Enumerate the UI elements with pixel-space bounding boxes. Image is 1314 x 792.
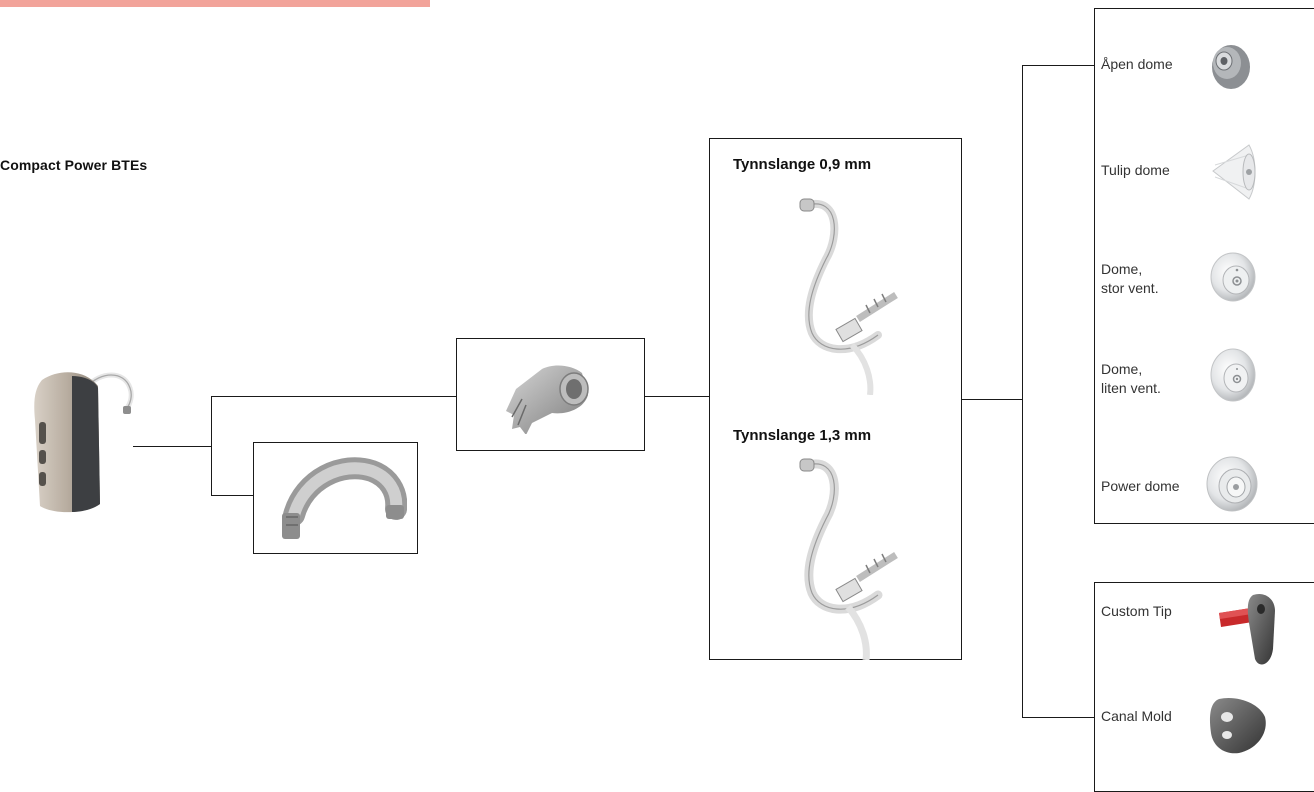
dome-label-large-vent: Dome, stor vent. (1101, 260, 1159, 298)
product-family-title: Compact Power BTEs (0, 157, 147, 173)
dome-label-power: Power dome (1101, 477, 1180, 496)
domes-box: Åpen dome Tulip dome Dome, stor vent. Do… (1094, 8, 1314, 524)
custom-tip-label: Custom Tip (1101, 602, 1172, 621)
connector-line (1022, 717, 1095, 718)
tube-label: Tynnslange 0,9 mm (733, 156, 871, 173)
connector-line (961, 399, 1023, 400)
connector-line (211, 396, 212, 496)
tulip-dome-icon (1209, 141, 1259, 203)
dome-label-open: Åpen dome (1101, 55, 1173, 74)
thin-tube-icon (778, 455, 918, 660)
dome-label-tulip: Tulip dome (1101, 161, 1170, 180)
thin-tube-adapter-icon (502, 359, 602, 434)
adapter-box (456, 338, 645, 451)
connector-line (645, 396, 710, 397)
tube-label: Tynnslange 1,3 mm (733, 427, 871, 444)
dome-large-vent-icon (1209, 251, 1257, 303)
connector-line (211, 396, 457, 397)
canal-mold-label: Canal Mold (1101, 707, 1172, 726)
bte-hearing-aid-icon (20, 362, 140, 517)
connector-line (1022, 65, 1095, 66)
connector-line (1022, 65, 1023, 718)
header-accent-bar (0, 0, 430, 7)
earhook-icon (272, 455, 407, 545)
canal-mold-icon (1207, 695, 1267, 755)
tubes-box: Tynnslange 0,9 mm Tynnslange 1,3 mm (709, 138, 962, 660)
thin-tube-icon (778, 195, 918, 395)
dome-small-vent-icon (1209, 347, 1257, 403)
dome-label-small-vent: Dome, liten vent. (1101, 360, 1161, 398)
earhook-box (253, 442, 418, 554)
connector-line (211, 495, 254, 496)
connector-line (133, 446, 212, 447)
power-dome-icon (1205, 455, 1259, 513)
custom-tip-icon (1217, 587, 1277, 671)
custom-options-box: Custom Tip Canal Mold (1094, 582, 1314, 792)
open-dome-icon (1209, 37, 1253, 95)
